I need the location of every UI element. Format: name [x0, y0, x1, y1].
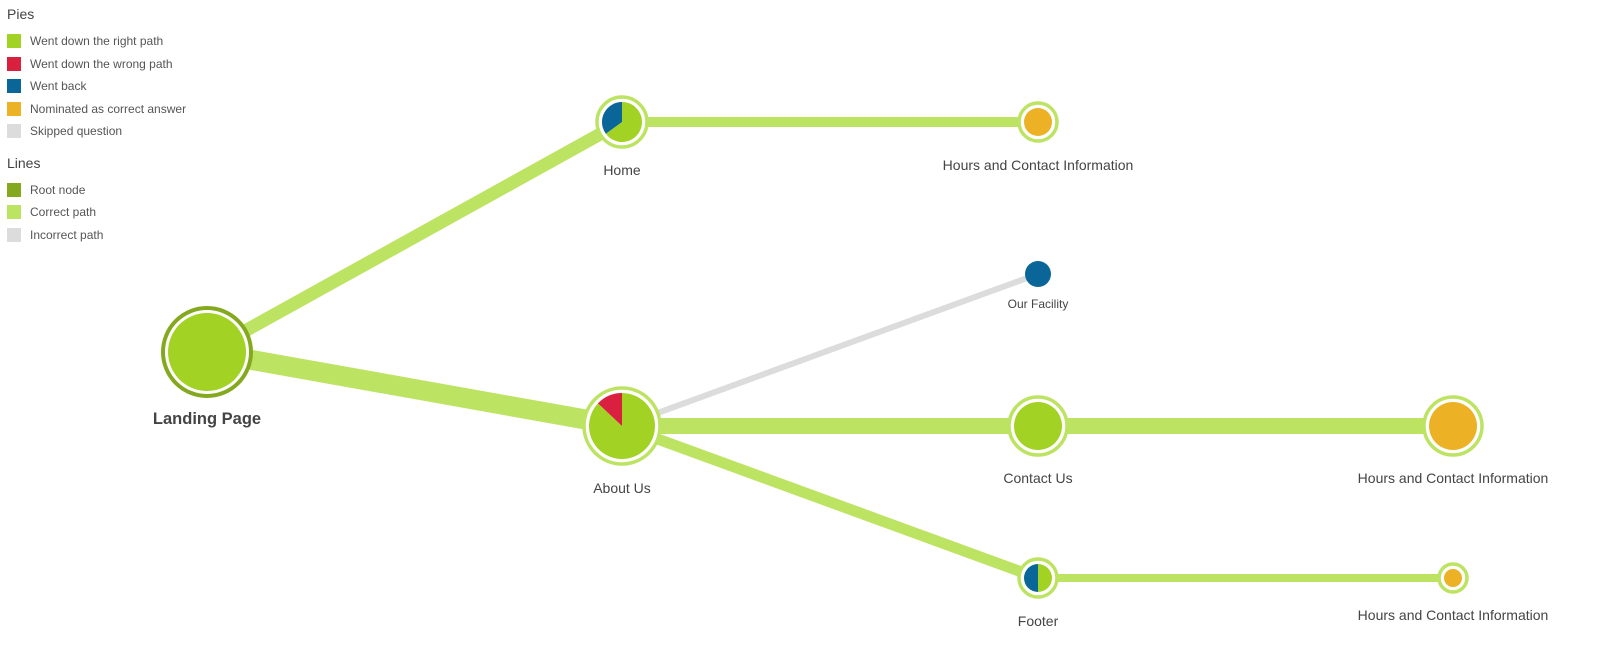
node-footer_hours[interactable]: Hours and Contact Information	[1358, 562, 1549, 623]
footer-pie-back	[1024, 564, 1038, 592]
home-pie-right	[605, 102, 643, 142]
node-label: Our Facility	[1008, 297, 1069, 311]
node-label: Home	[603, 162, 641, 178]
node-label: Hours and Contact Information	[943, 157, 1134, 173]
legend-item-incorrect-path: Incorrect path	[7, 224, 186, 247]
home-pie-back	[602, 102, 622, 134]
pies-legend-title: Pies	[7, 6, 35, 22]
home_hours-pie-nominated	[1024, 108, 1052, 136]
node-contact_hours[interactable]: Hours and Contact Information	[1358, 395, 1549, 486]
contact_hours-pie-nominated	[1429, 402, 1477, 450]
node-label: Footer	[1018, 613, 1059, 629]
node-contact[interactable]: Contact Us	[1003, 395, 1073, 486]
legend-item-correct-path: Correct path	[7, 201, 186, 224]
link-landing-to-home	[203, 116, 626, 358]
pies-legend: Pies Went down the right path Went down …	[7, 6, 186, 143]
node-label: About Us	[593, 480, 651, 496]
legend-item-wrong-path: Went down the wrong path	[7, 53, 186, 76]
wrong-path-swatch	[7, 56, 21, 71]
legend-label: Root node	[30, 182, 86, 197]
correct-path-swatch	[7, 205, 21, 220]
legend-label: Incorrect path	[30, 227, 104, 242]
legend: Pies Went down the right path Went down …	[7, 6, 186, 258]
legend-label: Went down the right path	[30, 34, 164, 49]
lines-legend: Lines Root node Correct path Incorrect p…	[7, 155, 186, 247]
node-facility[interactable]: Our Facility	[1008, 261, 1069, 311]
node-label: Contact Us	[1003, 470, 1072, 486]
incorrect-path-swatch	[7, 227, 21, 242]
footer-pie-right	[1038, 564, 1052, 592]
right-path-swatch	[7, 34, 21, 49]
legend-label: Nominated as correct answer	[30, 101, 187, 116]
contact-pie-right	[1014, 402, 1062, 450]
went-back-swatch	[7, 79, 21, 94]
legend-label: Went down the wrong path	[30, 56, 173, 71]
node-footer[interactable]: Footer	[1017, 557, 1059, 629]
facility-pie-back	[1025, 261, 1051, 287]
link-about-to-facility	[620, 271, 1040, 429]
node-home_hours[interactable]: Hours and Contact Information	[943, 101, 1134, 173]
lines-legend-title: Lines	[7, 154, 41, 171]
nominated-swatch	[7, 101, 21, 116]
links-layer	[203, 116, 1453, 584]
skipped-swatch	[7, 124, 21, 139]
legend-item-nominated: Nominated as correct answer	[7, 98, 186, 121]
legend-label: Correct path	[30, 205, 97, 220]
node-landing[interactable]: Landing Page	[153, 306, 261, 428]
node-label: Landing Page	[153, 410, 261, 428]
landing-pie-right	[168, 313, 246, 391]
legend-item-right-path: Went down the right path	[7, 30, 186, 53]
root-node-swatch	[7, 182, 21, 197]
node-label: Hours and Contact Information	[1358, 470, 1549, 486]
about-pie-wrong	[597, 393, 622, 426]
link-landing-to-about	[205, 342, 624, 436]
node-home[interactable]: Home	[595, 95, 649, 178]
legend-label: Skipped question	[30, 124, 123, 139]
legend-label: Went back	[30, 79, 87, 94]
legend-item-root-node: Root node	[7, 179, 186, 202]
footer_hours-pie-nominated	[1444, 569, 1462, 587]
link-about-to-footer	[620, 420, 1040, 584]
legend-item-skipped: Skipped question	[7, 120, 186, 143]
node-about[interactable]: About Us	[582, 386, 662, 496]
legend-item-went-back: Went back	[7, 75, 186, 98]
node-label: Hours and Contact Information	[1358, 607, 1549, 623]
